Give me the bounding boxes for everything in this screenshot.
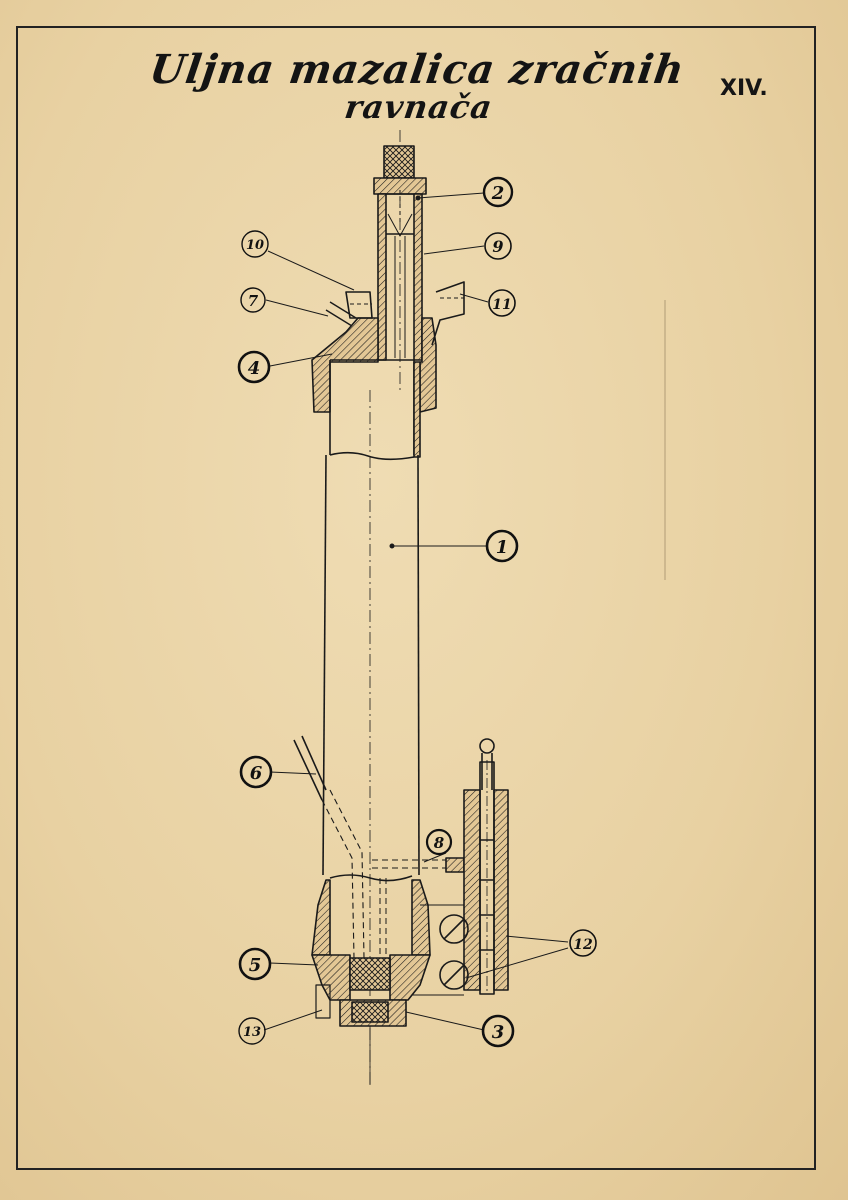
- svg-text:13: 13: [243, 1025, 261, 1040]
- callout-10: 10: [241, 230, 269, 258]
- svg-text:8: 8: [434, 834, 445, 852]
- callout-5: 5: [238, 947, 272, 981]
- callout-1: 1: [485, 529, 519, 563]
- cylinder-body: [322, 359, 421, 876]
- svg-text:4: 4: [248, 358, 261, 379]
- callout-7: 7: [240, 287, 266, 313]
- svg-text:2: 2: [491, 183, 505, 204]
- svg-text:5: 5: [249, 955, 262, 976]
- svg-text:10: 10: [246, 238, 264, 253]
- callout-8: 8: [425, 828, 453, 856]
- callout-12: 12: [569, 929, 597, 957]
- callout-11: 11: [488, 289, 516, 317]
- sheet-number: XIV.: [720, 76, 768, 101]
- drawing-frame-border: [16, 26, 816, 1170]
- side-outlet: [431, 281, 465, 346]
- callout-3: 3: [481, 1014, 515, 1048]
- callout-13: 13: [238, 1017, 266, 1045]
- svg-text:6: 6: [250, 763, 263, 784]
- callout-6: 6: [239, 755, 273, 789]
- svg-text:1: 1: [496, 537, 509, 558]
- inner-pipe: [293, 735, 387, 959]
- vent-pipe: [325, 301, 357, 327]
- callout-2: 2: [482, 176, 514, 208]
- callout-9: 9: [484, 232, 512, 260]
- bottom-fitting: [311, 874, 431, 1027]
- svg-text:3: 3: [492, 1022, 505, 1043]
- svg-text:9: 9: [492, 237, 503, 256]
- leader-lines: [263, 192, 569, 1031]
- sight-glass-housing: [439, 738, 509, 995]
- svg-text:11: 11: [492, 297, 511, 313]
- svg-text:12: 12: [573, 937, 593, 953]
- svg-text:7: 7: [248, 292, 259, 310]
- callout-4: 4: [237, 350, 271, 384]
